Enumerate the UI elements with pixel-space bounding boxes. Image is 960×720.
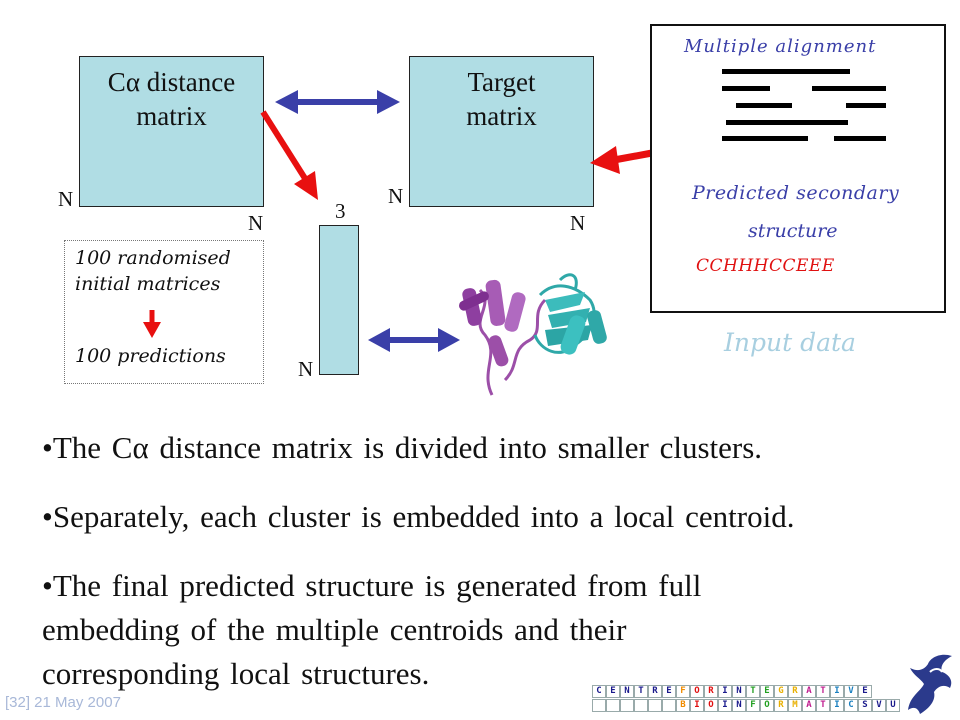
logo-letter-cell [662, 699, 676, 712]
logo-letter-cell: A [802, 699, 816, 712]
logo-letter-cell: R [788, 685, 802, 698]
logo-letter-cell: T [816, 699, 830, 712]
logo-letter-cell: C [592, 685, 606, 698]
logo-letter-cell: F [676, 685, 690, 698]
logo-letter-cell [620, 699, 634, 712]
coord-matrix-dim-side: N [298, 357, 314, 381]
logo-letter-cell: I [690, 699, 704, 712]
logo-letter-cell: G [774, 685, 788, 698]
logo-letter-cell: C [844, 699, 858, 712]
logo-letter-cell: I [718, 699, 732, 712]
logo-letter-cell: V [844, 685, 858, 698]
logo-letter-cell [634, 699, 648, 712]
target-matrix-title: Target matrix [466, 67, 537, 131]
logo-letter-cell: O [704, 699, 718, 712]
predicted-ss-label-line1: Predicted secondary [692, 182, 900, 204]
bullet-2: •Separately, each cluster is embedded in… [42, 499, 795, 534]
logo-letter-cell: T [746, 685, 760, 698]
logo-letter-cell: F [746, 699, 760, 712]
logo-letter-cell: M [788, 699, 802, 712]
logo-letter-cell: R [774, 699, 788, 712]
predicted-ss-label-line2: structure [748, 220, 838, 242]
predictions-line: 100 predictions [75, 345, 226, 367]
target-matrix-dim-col: N [570, 211, 586, 235]
bullet-1: •The Cα distance matrix is divided into … [42, 430, 763, 465]
randomised-matrices-box: 100 randomised initial matrices 100 pred… [64, 240, 264, 384]
coordinate-matrix [319, 225, 359, 375]
ca-matrix-dim-col: N [248, 211, 264, 235]
red-diagonal-arrow [260, 110, 318, 200]
diagram-arrows [143, 90, 653, 396]
logo-letter-cell: E [606, 685, 620, 698]
ca-matrix-dim-row: N [58, 187, 74, 211]
logo-letter-cell: T [816, 685, 830, 698]
logo-letter-cell [606, 699, 620, 712]
logo-letter-cell: V [872, 699, 886, 712]
red-down-arrow [143, 310, 161, 338]
logo-letter-cell [648, 699, 662, 712]
logo-letter-cell: R [704, 685, 718, 698]
logo-letter-cell: I [830, 699, 844, 712]
logo-letter-cell: T [634, 685, 648, 698]
input-data-panel: Multiple alignment Predicted secondary s… [650, 24, 946, 313]
logo-letter-cell: R [648, 685, 662, 698]
target-matrix-dim-row: N [388, 184, 404, 208]
griffin-logo-icon [908, 654, 952, 714]
alignment-bars [722, 69, 886, 141]
logo-letter-cell: I [830, 685, 844, 698]
logo-letter-cell: E [662, 685, 676, 698]
blue-double-arrow-bottom [368, 328, 460, 352]
logo-letter-cell: B [676, 699, 690, 712]
input-data-caption: Input data [724, 328, 856, 357]
logo-letter-cell: N [620, 685, 634, 698]
protein-structure-image [459, 273, 607, 396]
coord-matrix-dim-top: 3 [335, 199, 346, 223]
bullet-3: •The final predicted structure is genera… [42, 568, 702, 691]
slide-reference: [32] 21 May 2007 [5, 694, 121, 711]
ca-distance-matrix: Cα distance matrix [79, 56, 264, 207]
red-input-arrow [590, 146, 653, 174]
randomised-line1: 100 randomised [75, 247, 231, 269]
ca-matrix-title: Cα distance matrix [107, 67, 236, 131]
ss-string: CCHHHCCEEE [696, 256, 835, 276]
multiple-alignment-label: Multiple alignment [684, 36, 877, 57]
logo-letter-cell: E [858, 685, 872, 698]
logo-letter-cell: E [760, 685, 774, 698]
logo-letter-cell: N [732, 685, 746, 698]
logo-letter-cell: O [690, 685, 704, 698]
logo-letter-cell: N [732, 699, 746, 712]
logo-letter-cell: I [718, 685, 732, 698]
logo-letter-cell [592, 699, 606, 712]
blue-double-arrow-top [275, 90, 400, 114]
logo-letter-cell: O [760, 699, 774, 712]
target-matrix: Target matrix [409, 56, 594, 207]
logo-letter-cell: A [802, 685, 816, 698]
logo-letter-cell: S [858, 699, 872, 712]
randomised-line2: initial matrices [75, 273, 221, 295]
logo-letter-cell: U [886, 699, 900, 712]
